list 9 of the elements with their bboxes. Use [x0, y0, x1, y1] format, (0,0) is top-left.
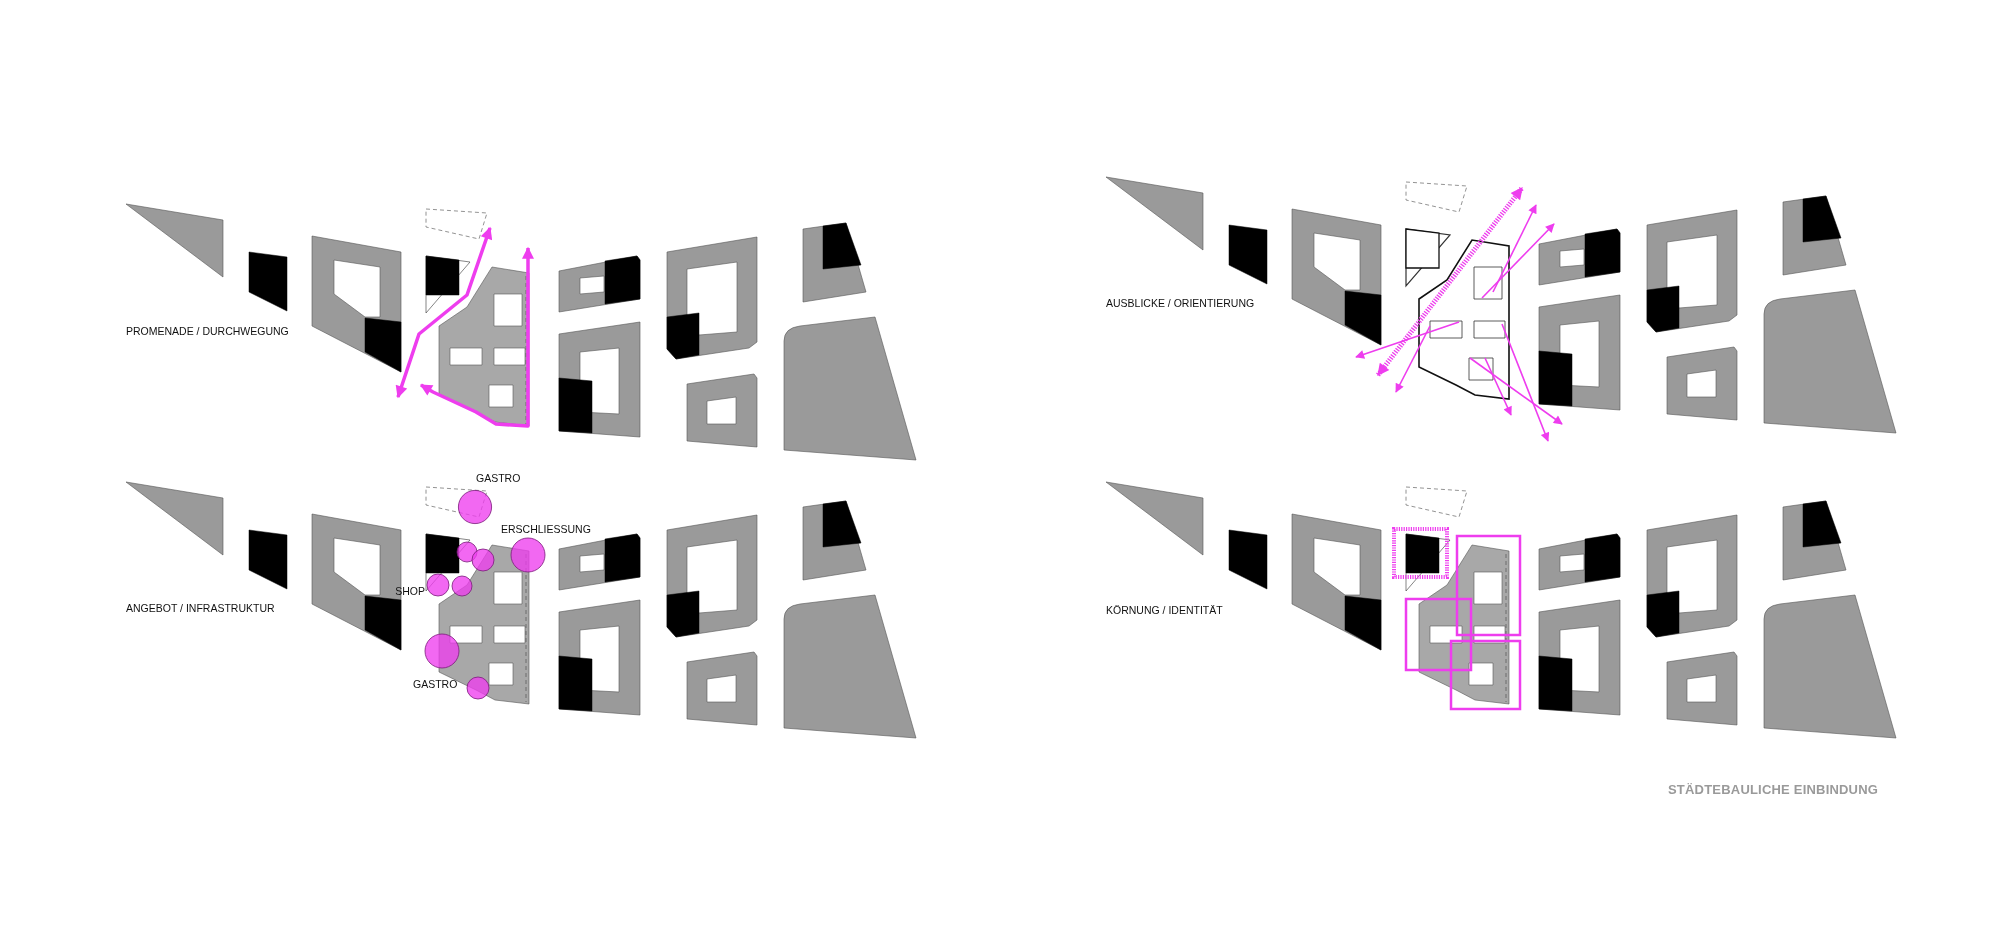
callout-label: ERSCHLIESSUNG	[501, 522, 591, 536]
panel-label: KÖRNUNG / IDENTITÄT	[1106, 603, 1223, 617]
panel-label: AUSBLICKE / ORIENTIERUNG	[1106, 296, 1255, 310]
panel-label: ANGEBOT / INFRASTRUKTUR	[126, 601, 275, 615]
sheet-title: STÄDTEBAULICHE EINBINDUNG	[1668, 782, 1879, 798]
callout-label: SHOP	[395, 584, 425, 598]
callout-label: GASTRO	[413, 677, 458, 691]
callout-label: GASTRO	[476, 471, 521, 485]
panel-label: PROMENADE / DURCHWEGUNG	[126, 324, 289, 338]
